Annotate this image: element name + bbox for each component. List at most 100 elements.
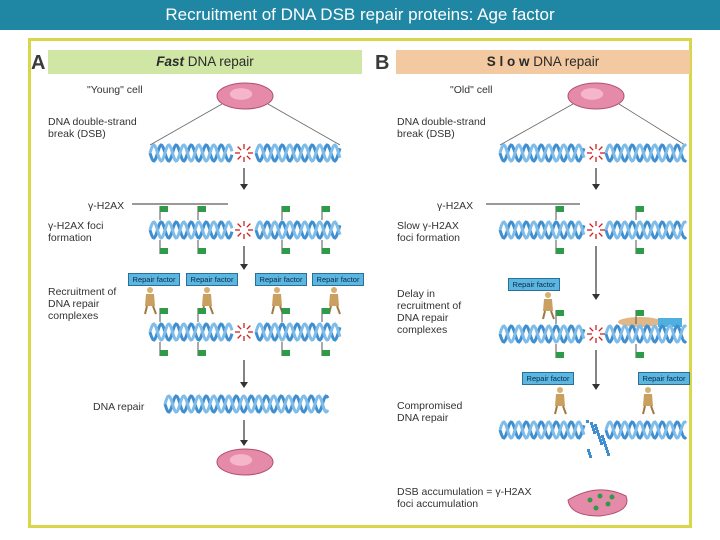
fragmented-dna <box>602 438 605 441</box>
zoom-line <box>499 103 574 146</box>
repair-factor-figure-icon <box>209 305 214 315</box>
repair-factor-figure-icon <box>650 405 655 415</box>
panel-b-foci-label: Slow γ-H2AX foci formation <box>397 220 461 244</box>
cell-nucleus <box>580 88 604 100</box>
fragmented-dna <box>590 422 593 425</box>
fragmented-dna <box>592 428 595 431</box>
break-burst <box>598 336 603 341</box>
cell-nucleus <box>229 454 253 466</box>
break-burst <box>246 325 251 330</box>
break-burst <box>237 325 242 330</box>
title-bar: Recruitment of DNA DSB repair proteins: … <box>0 0 720 30</box>
arrow-head <box>592 384 600 390</box>
sleeping-repair-factor-icon <box>658 318 682 327</box>
panel-b-header: S l o w DNA repair <box>396 50 690 74</box>
h2ax-flag-icon <box>556 310 564 316</box>
h2ax-flag-icon <box>636 206 644 212</box>
dna-helix <box>498 220 586 240</box>
panel-a-cell-label: "Young" cell <box>87 84 143 96</box>
arrow-head <box>240 264 248 270</box>
repair-factor-figure-icon <box>555 394 565 406</box>
fragmented-dna <box>603 441 606 444</box>
repair-factor-tag: Repair factor <box>312 273 364 286</box>
fragmented-dna <box>594 424 597 427</box>
dna-helix <box>498 324 586 344</box>
repair-factor-figure-icon <box>152 305 157 315</box>
arrow-head <box>240 184 248 190</box>
h2ax-flag-icon <box>556 248 564 254</box>
break-burst <box>246 223 251 228</box>
repair-factor-figure-icon <box>543 299 553 311</box>
break-burst <box>598 232 603 237</box>
h2ax-flag-icon <box>282 350 290 356</box>
panel-b-h2ax-label: γ-H2AX <box>437 200 474 212</box>
h2ax-flag-icon <box>198 350 206 356</box>
panel-a-recruit-label: Recruitment of DNA repair complexes <box>48 286 117 322</box>
break-burst <box>589 232 594 237</box>
repair-factor-figure-icon <box>550 310 555 320</box>
h2ax-flag-icon <box>198 308 206 314</box>
break-burst <box>246 146 251 151</box>
dna-helix <box>498 220 586 240</box>
break-burst <box>598 223 603 228</box>
repair-factor-figure-icon <box>204 287 210 293</box>
panel-b-cell-label: "Old" cell <box>450 84 493 96</box>
panel-b-compromised-label: Compromised DNA repair <box>397 400 463 424</box>
dna-helix <box>148 322 234 342</box>
repair-factor-figure-icon <box>274 287 280 293</box>
fragmented-dna <box>595 427 598 430</box>
dna-helix <box>604 220 688 240</box>
dna-helix <box>148 220 234 240</box>
break-burst <box>237 232 242 237</box>
h2ax-flag-icon <box>160 308 168 314</box>
arrow-head <box>240 440 248 446</box>
h2ax-flag-icon <box>636 310 644 316</box>
break-burst <box>237 155 242 160</box>
dna-helix <box>254 143 342 163</box>
panel-a-letter: A <box>31 52 46 74</box>
dna-helix <box>254 143 342 163</box>
dna-helix <box>498 143 586 163</box>
dna-helix <box>163 394 330 414</box>
break-burst <box>589 223 594 228</box>
dna-helix <box>604 420 688 440</box>
h2ax-flag-icon <box>160 248 168 254</box>
panel-a-header: Fast DNA repair <box>48 50 362 74</box>
repair-factor-tag: Repair factor <box>128 273 180 286</box>
dna-helix <box>604 143 688 163</box>
panel-a-repair-label: DNA repair <box>93 401 145 413</box>
repair-factor-tag: Repair factor <box>508 278 560 291</box>
h2ax-flag-icon <box>322 308 330 314</box>
dna-helix <box>498 420 586 440</box>
panel-b-letter: B <box>375 52 390 74</box>
repair-factor-figure-icon <box>145 294 155 306</box>
fragmented-dna <box>604 444 607 447</box>
fragmented-dna <box>589 455 592 458</box>
break-burst <box>246 232 251 237</box>
repair-factor-figure-icon <box>557 387 563 393</box>
h2ax-flag-icon <box>198 206 206 212</box>
damaged-cell <box>567 489 628 517</box>
h2ax-flag-icon <box>198 248 206 254</box>
dna-helix <box>604 420 688 440</box>
repair-factor-figure-icon <box>562 405 567 415</box>
h2ax-flag-icon <box>282 206 290 212</box>
dna-helix <box>498 324 586 344</box>
panel-a-header-em: Fast <box>156 54 184 69</box>
fragmented-dna <box>587 449 590 452</box>
dna-helix <box>148 322 234 342</box>
fragmented-dna <box>598 436 601 439</box>
repair-factor-figure-icon <box>202 294 212 306</box>
repair-factor-figure-icon <box>642 405 646 415</box>
fragmented-dna <box>600 442 603 445</box>
h2ax-flag-icon <box>282 308 290 314</box>
repair-factor-tag: Repair factor <box>255 273 307 286</box>
panel-a-foci-label: γ-H2AX foci formation <box>48 220 104 244</box>
repair-factor-figure-icon <box>272 294 282 306</box>
arrow-head <box>240 382 248 388</box>
cell-nucleus <box>229 88 253 100</box>
panel-b-header-em: S l o w <box>486 54 530 69</box>
foci-dot <box>605 501 611 507</box>
arrow-head <box>592 294 600 300</box>
